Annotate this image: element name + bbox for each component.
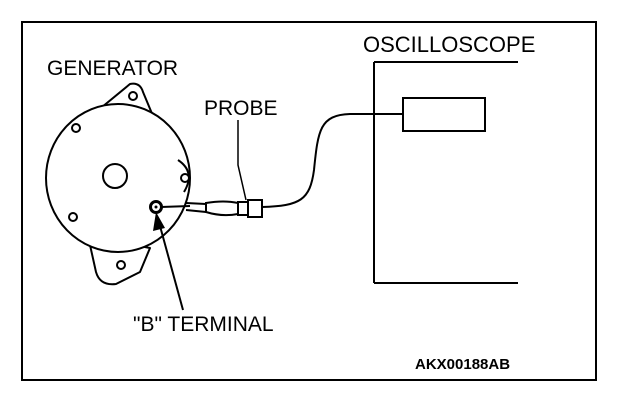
probe-connector bbox=[237, 199, 263, 218]
b-terminal-arrow bbox=[153, 212, 184, 311]
probe-cable bbox=[261, 113, 403, 208]
probe-label: PROBE bbox=[204, 97, 278, 120]
oscilloscope-label: OSCILLOSCOPE bbox=[363, 32, 536, 57]
generator-label: GENERATOR bbox=[47, 57, 179, 80]
b-terminal-label: "B" TERMINAL bbox=[133, 313, 274, 336]
probe-leader-line bbox=[237, 120, 247, 201]
figure-code: AKX00188AB bbox=[415, 356, 511, 373]
b-terminal bbox=[149, 200, 163, 214]
oscilloscope-input bbox=[402, 97, 486, 132]
oscilloscope-outline bbox=[373, 61, 518, 284]
figure-border bbox=[21, 21, 597, 381]
generator-illustration bbox=[45, 82, 191, 286]
generator-shaft bbox=[102, 163, 128, 189]
